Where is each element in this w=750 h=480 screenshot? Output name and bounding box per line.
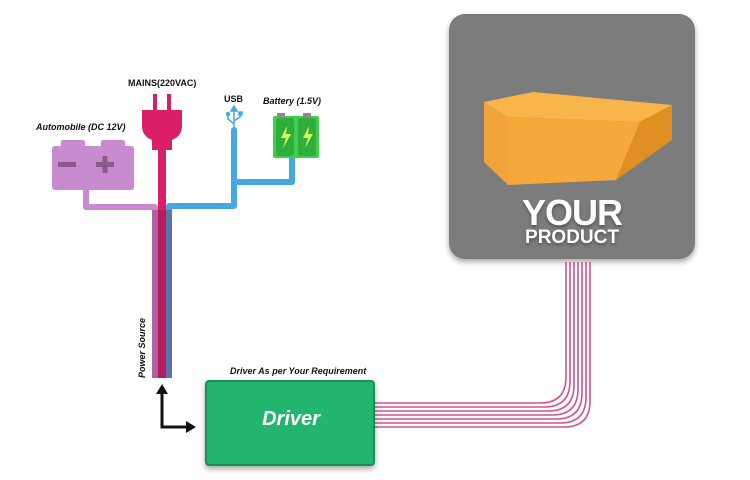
usb-label: USB: [224, 94, 244, 104]
product-title-line1: YOUR: [521, 192, 623, 233]
driver-requirement-label: Driver As per Your Requirement: [230, 366, 367, 376]
mains-label: MAINS(220VAC): [128, 78, 197, 88]
automobile-wire: [83, 188, 158, 378]
car-battery-icon: [52, 140, 134, 190]
driver-box: [205, 380, 375, 466]
product-title-line2: PRODUCT: [525, 227, 619, 248]
battery-cells-icon: [273, 113, 319, 158]
usb-wire: [166, 130, 237, 378]
battery-wire: [234, 158, 295, 185]
automobile-label: Automobile (DC 12V): [36, 122, 126, 132]
source-wires: [83, 130, 295, 378]
usb-icon: [225, 104, 243, 133]
product-box-icon: [484, 92, 672, 185]
driver-label: Driver: [262, 408, 320, 430]
power-plug-icon: [142, 94, 182, 150]
power-source-label: Power Source: [137, 317, 147, 378]
output-wires: [374, 262, 591, 428]
battery-label: Battery (1.5V): [263, 96, 322, 106]
arrow-icon: [156, 384, 196, 433]
